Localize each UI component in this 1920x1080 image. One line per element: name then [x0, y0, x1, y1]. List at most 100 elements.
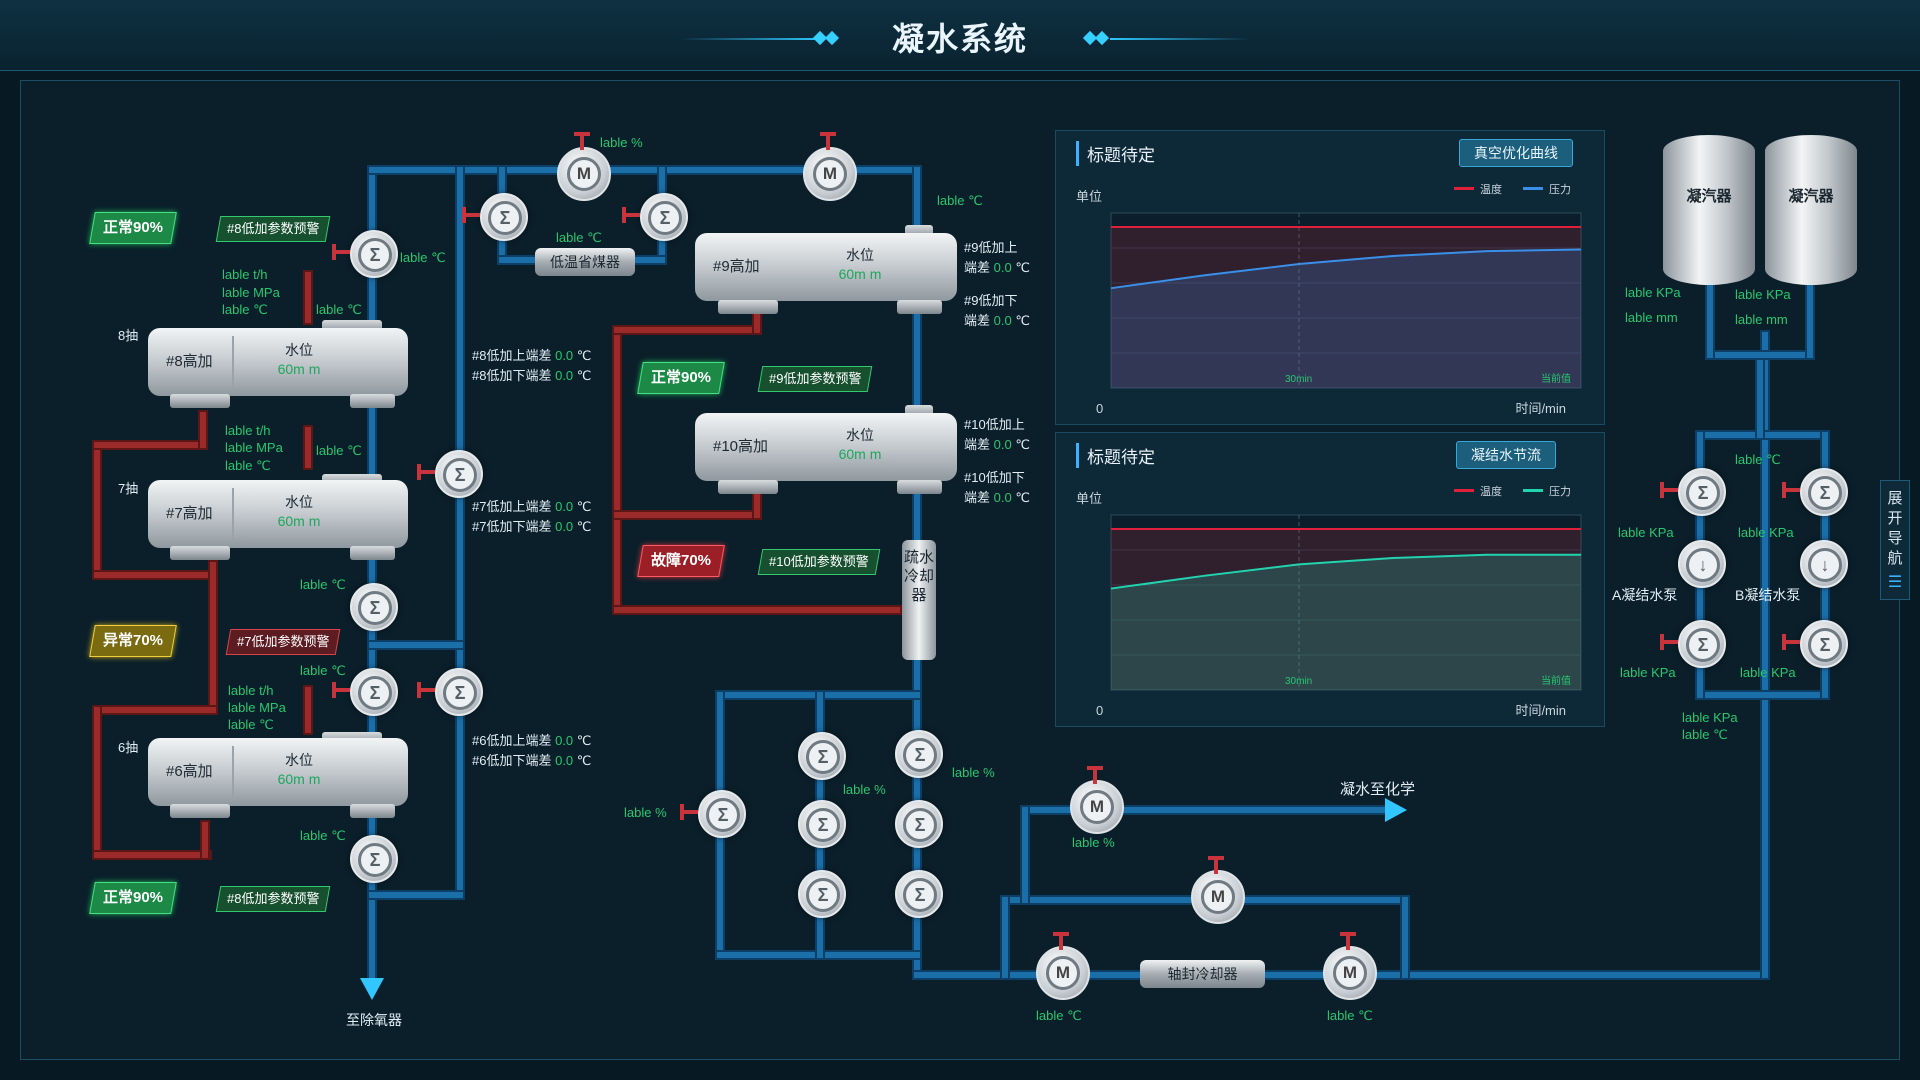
reading: lable ℃ [300, 828, 346, 843]
water-level-value: 60m m [838, 446, 882, 462]
valve-handle-icon [417, 682, 435, 698]
sigma-icon: Σ [806, 740, 840, 774]
control-valve-bank-5[interactable]: Σ [895, 800, 943, 848]
diff-10-down: #10低加下 [964, 470, 1025, 485]
warning-text: #7低加参数预警 [237, 634, 330, 649]
legend-pressure: 压力 [1549, 183, 1571, 196]
reading: lable % [624, 805, 667, 820]
pump-a-outlet-valve[interactable]: Σ [1678, 620, 1726, 668]
vacuum-curve-button[interactable]: 真空优化曲线 [1459, 139, 1573, 167]
pipe-red-7 [208, 560, 218, 710]
valve-seal-out[interactable]: M [1323, 946, 1377, 1000]
valve-top-1[interactable]: M [557, 147, 611, 201]
control-valve-bank-2[interactable]: Σ [798, 800, 846, 848]
sigma-icon: Σ [903, 738, 937, 772]
reading: lable KPa [1740, 665, 1796, 680]
sigma-icon: Σ [903, 808, 937, 842]
warning-tag-9[interactable]: #9低加参数预警 [757, 366, 873, 392]
sigma-icon: Σ [1686, 628, 1720, 662]
reading: lable ℃ [1682, 727, 1728, 742]
reading: lable ℃ [316, 443, 362, 458]
reading: lable % [600, 135, 643, 150]
sigma-icon: Σ [806, 808, 840, 842]
pump-b[interactable]: ↓ [1800, 540, 1848, 588]
warning-tag-6[interactable]: #8低加参数预警 [215, 886, 331, 912]
diff-label: #6低加上端差 [472, 733, 552, 748]
series-area-压力 [1111, 554, 1581, 690]
heater-name: #10高加 [713, 438, 769, 455]
pump-a-inlet-valve[interactable]: Σ [1678, 468, 1726, 516]
pump-a-label: A凝结水泵 [1612, 587, 1678, 603]
sigma-icon: Σ [443, 676, 477, 710]
warning-text: #8低加参数预警 [227, 891, 320, 906]
extraction-7-label: 7抽 [118, 481, 139, 496]
valve-seal-bypass[interactable]: M [1191, 870, 1245, 924]
pump-a[interactable]: ↓ [1678, 540, 1726, 588]
heater-10: #10高加 水位 60m m [695, 413, 957, 481]
control-valve-6-out[interactable]: Σ [350, 835, 398, 883]
valve-seal-in[interactable]: M [1036, 946, 1090, 1000]
sigma-icon: Σ [1808, 628, 1842, 662]
pipe-red-10-top [612, 510, 762, 520]
sigma-icon: Σ [443, 458, 477, 492]
water-level-value: 60m m [277, 361, 321, 377]
control-valve-7-bypass[interactable]: Σ [435, 450, 483, 498]
reading: lable mm [1625, 310, 1678, 325]
control-valve-7[interactable]: Σ [350, 583, 398, 631]
diff-8-down: #8低加下端差 0.0 ℃ [472, 365, 591, 384]
diff-7-down: #7低加下端差 0.0 ℃ [472, 516, 591, 535]
pipe-main-left [367, 165, 377, 980]
chart-title: 标题待定 [1076, 141, 1155, 166]
valve-handle-icon [332, 244, 350, 260]
heater-9: #9高加 水位 60m m [695, 233, 957, 301]
pipe-condenser-a [1705, 280, 1715, 360]
status-badge-top-left[interactable]: 正常90% [89, 212, 177, 244]
x-axis-label: 时间/min [1515, 401, 1566, 416]
control-valve-bank-3[interactable]: Σ [798, 870, 846, 918]
valve-to-chemistry[interactable]: M [1070, 780, 1124, 834]
chart-title: 标题待定 [1076, 443, 1155, 468]
header-bar [0, 0, 1920, 71]
warning-tag-10[interactable]: #10低加参数预警 [757, 549, 880, 575]
control-valve-econ-out[interactable]: Σ [640, 193, 688, 241]
status-badge-text: 正常90% [651, 369, 712, 386]
diff-8-up: #8低加上端差 0.0 ℃ [472, 345, 591, 364]
control-valve-bank-4[interactable]: Σ [895, 730, 943, 778]
reading: lable ℃ [556, 230, 602, 245]
pipe-red-8 [92, 440, 102, 575]
control-valve-bank-in[interactable]: Σ [698, 790, 746, 838]
status-badge-center-bottom[interactable]: 故障70% [637, 545, 725, 577]
control-valve-bank-1[interactable]: Σ [798, 732, 846, 780]
valve-handle-icon [622, 207, 640, 223]
status-badge-middle-left[interactable]: 异常70% [89, 625, 177, 657]
pump-b-inlet-valve[interactable]: Σ [1800, 468, 1848, 516]
legend-swatch-temperature [1454, 489, 1474, 492]
condensate-throttle-button[interactable]: 凝结水节流 [1456, 441, 1556, 469]
control-valve-econ-in[interactable]: Σ [480, 193, 528, 241]
diff-label: 端差 [964, 313, 991, 328]
warning-tag-7[interactable]: #7低加参数预警 [225, 629, 341, 655]
pipe-bypass-seal-left [1000, 895, 1010, 980]
warning-tag-8[interactable]: #8低加参数预警 [215, 216, 331, 242]
diff-unit: ℃ [576, 519, 592, 534]
control-valve-6-in[interactable]: Σ [350, 668, 398, 716]
water-level-label: 水位 [285, 752, 313, 768]
pipe-to-chemistry-riser [1020, 805, 1030, 905]
status-badge-center-top[interactable]: 正常90% [637, 362, 725, 394]
reading: lable mm [1735, 312, 1788, 327]
control-valve-bank-6[interactable]: Σ [895, 870, 943, 918]
expand-nav-tab[interactable]: 展开导航 ☰ [1880, 480, 1910, 600]
control-valve-8[interactable]: Σ [350, 230, 398, 278]
valve-top-2[interactable]: M [803, 147, 857, 201]
diff-10-down-value: 端差 0.0 ℃ [964, 487, 1030, 506]
pipe-red-extract-7 [303, 425, 313, 470]
pipe-red-8-top [92, 440, 207, 450]
pump-b-outlet-valve[interactable]: Σ [1800, 620, 1848, 668]
diff-unit: ℃ [576, 753, 592, 768]
control-valve-6-bypass[interactable]: Σ [435, 668, 483, 716]
heater-7: #7高加 水位 60m m [148, 480, 408, 548]
sigma-icon: Σ [358, 676, 392, 710]
sigma-icon: Σ [903, 878, 937, 912]
status-badge-bottom-left[interactable]: 正常90% [89, 882, 177, 914]
